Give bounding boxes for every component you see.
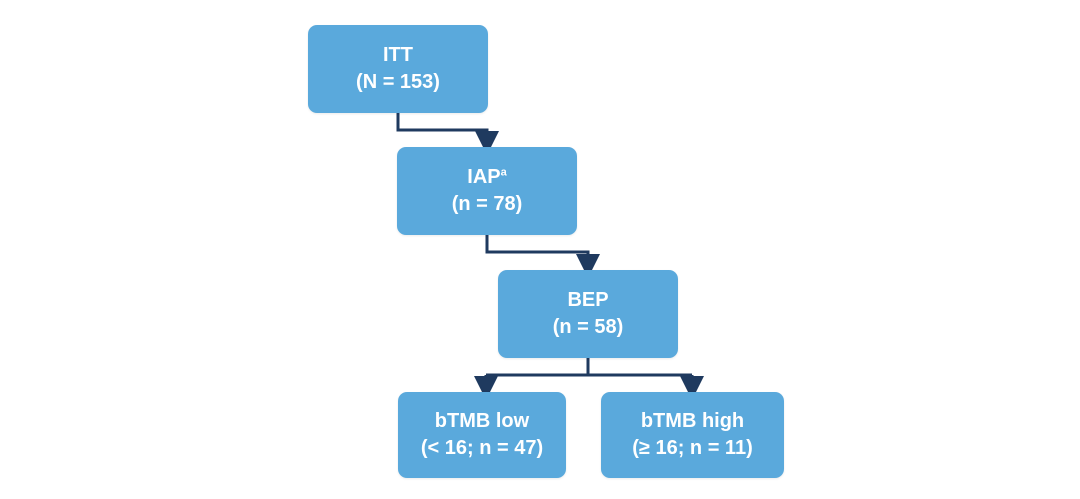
node-btmb-low-title: bTMB low (434, 410, 530, 432)
connector-itt-to-iap (396, 113, 499, 155)
node-iap-title-line: IAPa (467, 164, 506, 191)
node-btmb-low-count: (< 16; n = 47) (420, 437, 544, 459)
node-iap-footnote-marker: a (500, 166, 507, 179)
connector-iap-to-bep (485, 235, 600, 278)
node-btmb-high-count: (≥ 16; n = 11) (632, 437, 753, 459)
node-iap: IAPa (n = 78) (397, 147, 577, 235)
node-bep-count: (n = 58) (552, 316, 624, 338)
node-bep: BEP (n = 58) (498, 270, 678, 358)
node-bep-title: BEP (567, 289, 609, 311)
node-itt-title: ITT (383, 44, 413, 66)
node-iap-count: (n = 78) (451, 193, 523, 215)
node-btmb-high: bTMB high (≥ 16; n = 11) (601, 392, 784, 478)
node-btmb-high-title: bTMB high (640, 410, 745, 432)
node-itt: ITT (N = 153) (308, 25, 488, 113)
node-iap-title: IAP (467, 166, 501, 188)
node-itt-count: (N = 153) (356, 71, 440, 93)
node-btmb-low: bTMB low (< 16; n = 47) (398, 392, 566, 478)
